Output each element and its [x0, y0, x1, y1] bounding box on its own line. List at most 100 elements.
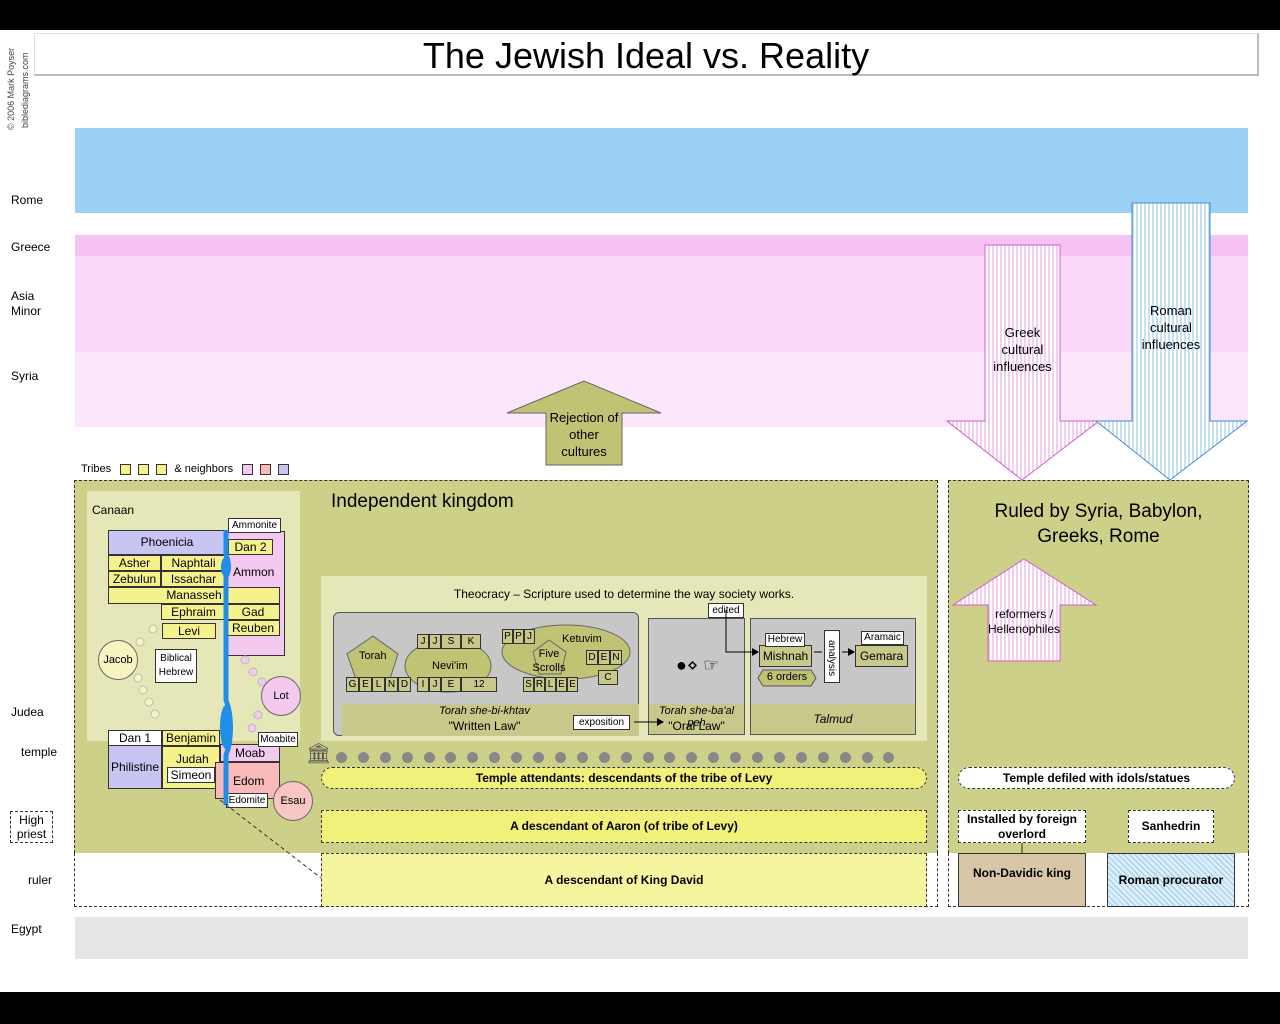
talmud-caption: Talmud	[813, 712, 853, 726]
temple-dot	[402, 752, 413, 763]
legend-tribes-label: Tribes	[81, 463, 112, 475]
exposition-tag: exposition	[573, 715, 630, 730]
installed-connector	[1021, 843, 1023, 853]
talmud-arrows	[634, 610, 855, 726]
row-label-greece: Greece	[11, 240, 51, 254]
temple-attendants: Temple attendants: descendants of the tr…	[321, 767, 927, 789]
letter-box: E	[359, 677, 372, 692]
region-asher: Asher	[108, 555, 161, 571]
high-priest-bar: A descendant of Aaron (of tribe of Levy)	[321, 810, 927, 843]
mishnah-scroll: Mishnah	[759, 645, 812, 667]
letter-box: D	[398, 677, 411, 692]
oral-law-caption: "Oral Law"	[668, 719, 725, 733]
greek-arrow	[945, 244, 1101, 481]
legend-swatch	[260, 463, 272, 475]
letter-box: L	[545, 677, 556, 692]
legend: Tribes & neighbors	[81, 463, 290, 475]
region-ammon: Ammon	[233, 565, 275, 579]
letter-box: I	[417, 677, 429, 692]
roman-arrow-label: Roman cultural influences	[1141, 303, 1201, 352]
letter-box: R	[534, 677, 545, 692]
roman-procurator: Roman procurator	[1107, 853, 1235, 907]
letter-box: D	[586, 650, 598, 665]
letter-box: L	[372, 677, 385, 692]
row-label-rome: Rome	[11, 193, 44, 207]
gemara-scroll: Gemara	[855, 645, 908, 667]
esau-circle: Esau	[273, 781, 313, 821]
jacob-circle: Jacob	[98, 640, 138, 680]
sanhedrin: Sanhedrin	[1128, 810, 1214, 843]
written-law-caption-it: Torah she-bi-khtav	[439, 705, 530, 717]
region-naphtali: Naphtali	[161, 555, 226, 571]
canaan-label: Canaan	[92, 503, 135, 517]
letter-box: E	[567, 677, 578, 692]
oral-law-caption-it: Torah she-ba'al peh	[658, 705, 735, 729]
ruler-bar: A descendant of King David	[321, 853, 927, 907]
greek-arrow-label: Greek cultural influences	[993, 325, 1052, 374]
band-egypt	[75, 917, 1248, 959]
written-law-shapes	[346, 624, 631, 693]
temple-dot	[774, 752, 785, 763]
region-simeon: Simeon	[167, 767, 215, 783]
temple-dot	[424, 752, 435, 763]
right-ruler-area	[948, 853, 1249, 907]
row-label-judea: Judea	[11, 705, 44, 719]
region-ammonite: Ammonite	[228, 518, 281, 533]
region-zebulun: Zebulun	[108, 571, 161, 587]
five-scrolls-label: Five Scrolls	[532, 648, 566, 674]
aramaic-tag: Aramaic	[861, 631, 904, 645]
legend-swatch	[278, 463, 290, 475]
temple-dot	[840, 752, 851, 763]
region-reuben: Reuben	[226, 620, 280, 636]
letter-box: P	[513, 629, 524, 644]
temple-dot	[752, 752, 763, 763]
letter-box: J	[524, 629, 535, 644]
roman-arrow	[1094, 202, 1249, 481]
temple-dot	[445, 752, 456, 763]
biblical-hebrew: Biblical Hebrew	[155, 649, 197, 683]
temple-dot	[358, 752, 369, 763]
temple-dot	[708, 752, 719, 763]
band-rome	[75, 128, 1248, 213]
temple-dot	[380, 752, 391, 763]
letter-box: G	[346, 677, 359, 692]
temple-dot	[511, 752, 522, 763]
neviim-label: Nevi'im	[432, 660, 468, 672]
row-label-asia-minor: Asia Minor	[11, 289, 42, 318]
bottom-bar	[0, 992, 1280, 1024]
region-issachar: Issachar	[161, 571, 226, 587]
independent-kingdom-title: Independent kingdom	[331, 491, 514, 512]
temple-dot	[621, 752, 632, 763]
letter-box-c: C	[598, 670, 618, 685]
region-benjamin: Benjamin	[162, 730, 220, 746]
region-dan1: Dan 1	[108, 730, 162, 746]
row-label-high-priest: High priest	[10, 811, 53, 843]
letter-box: J	[417, 634, 429, 649]
temple-dot	[818, 752, 829, 763]
letter-box: N	[385, 677, 398, 692]
letter-box: J	[429, 677, 441, 692]
letter-box: E	[556, 677, 567, 692]
speech-ear-icon: ●⋄ ☞	[676, 655, 720, 675]
installed-by-overlord: Installed by foreign overlord	[958, 810, 1086, 843]
region-phoenicia: Phoenicia	[108, 530, 226, 555]
temple-dot	[467, 752, 478, 763]
theocracy-label: Theocracy – Scripture used to determine …	[453, 587, 795, 601]
temple-dot	[883, 752, 894, 763]
legend-neighbors-label: & neighbors	[174, 463, 234, 475]
region-philistine: Philistine	[108, 745, 162, 789]
reformers-label: reformers / Hellenophiles	[988, 607, 1061, 636]
temple-dot	[730, 752, 741, 763]
temple-icon: 🏛	[306, 743, 332, 765]
jordan-river	[220, 530, 233, 805]
row-label-syria: Syria	[11, 369, 39, 383]
region-edom-label: Edom	[233, 774, 265, 788]
roman-procurator-label: Roman procurator	[1118, 873, 1224, 887]
talmud-footer	[751, 704, 915, 734]
temple-dot	[796, 752, 807, 763]
lot-circle: Lot	[261, 676, 301, 716]
oral-law-footer	[649, 704, 744, 734]
six-orders-label: 6 orders	[766, 671, 808, 683]
temple-dot	[336, 752, 347, 763]
